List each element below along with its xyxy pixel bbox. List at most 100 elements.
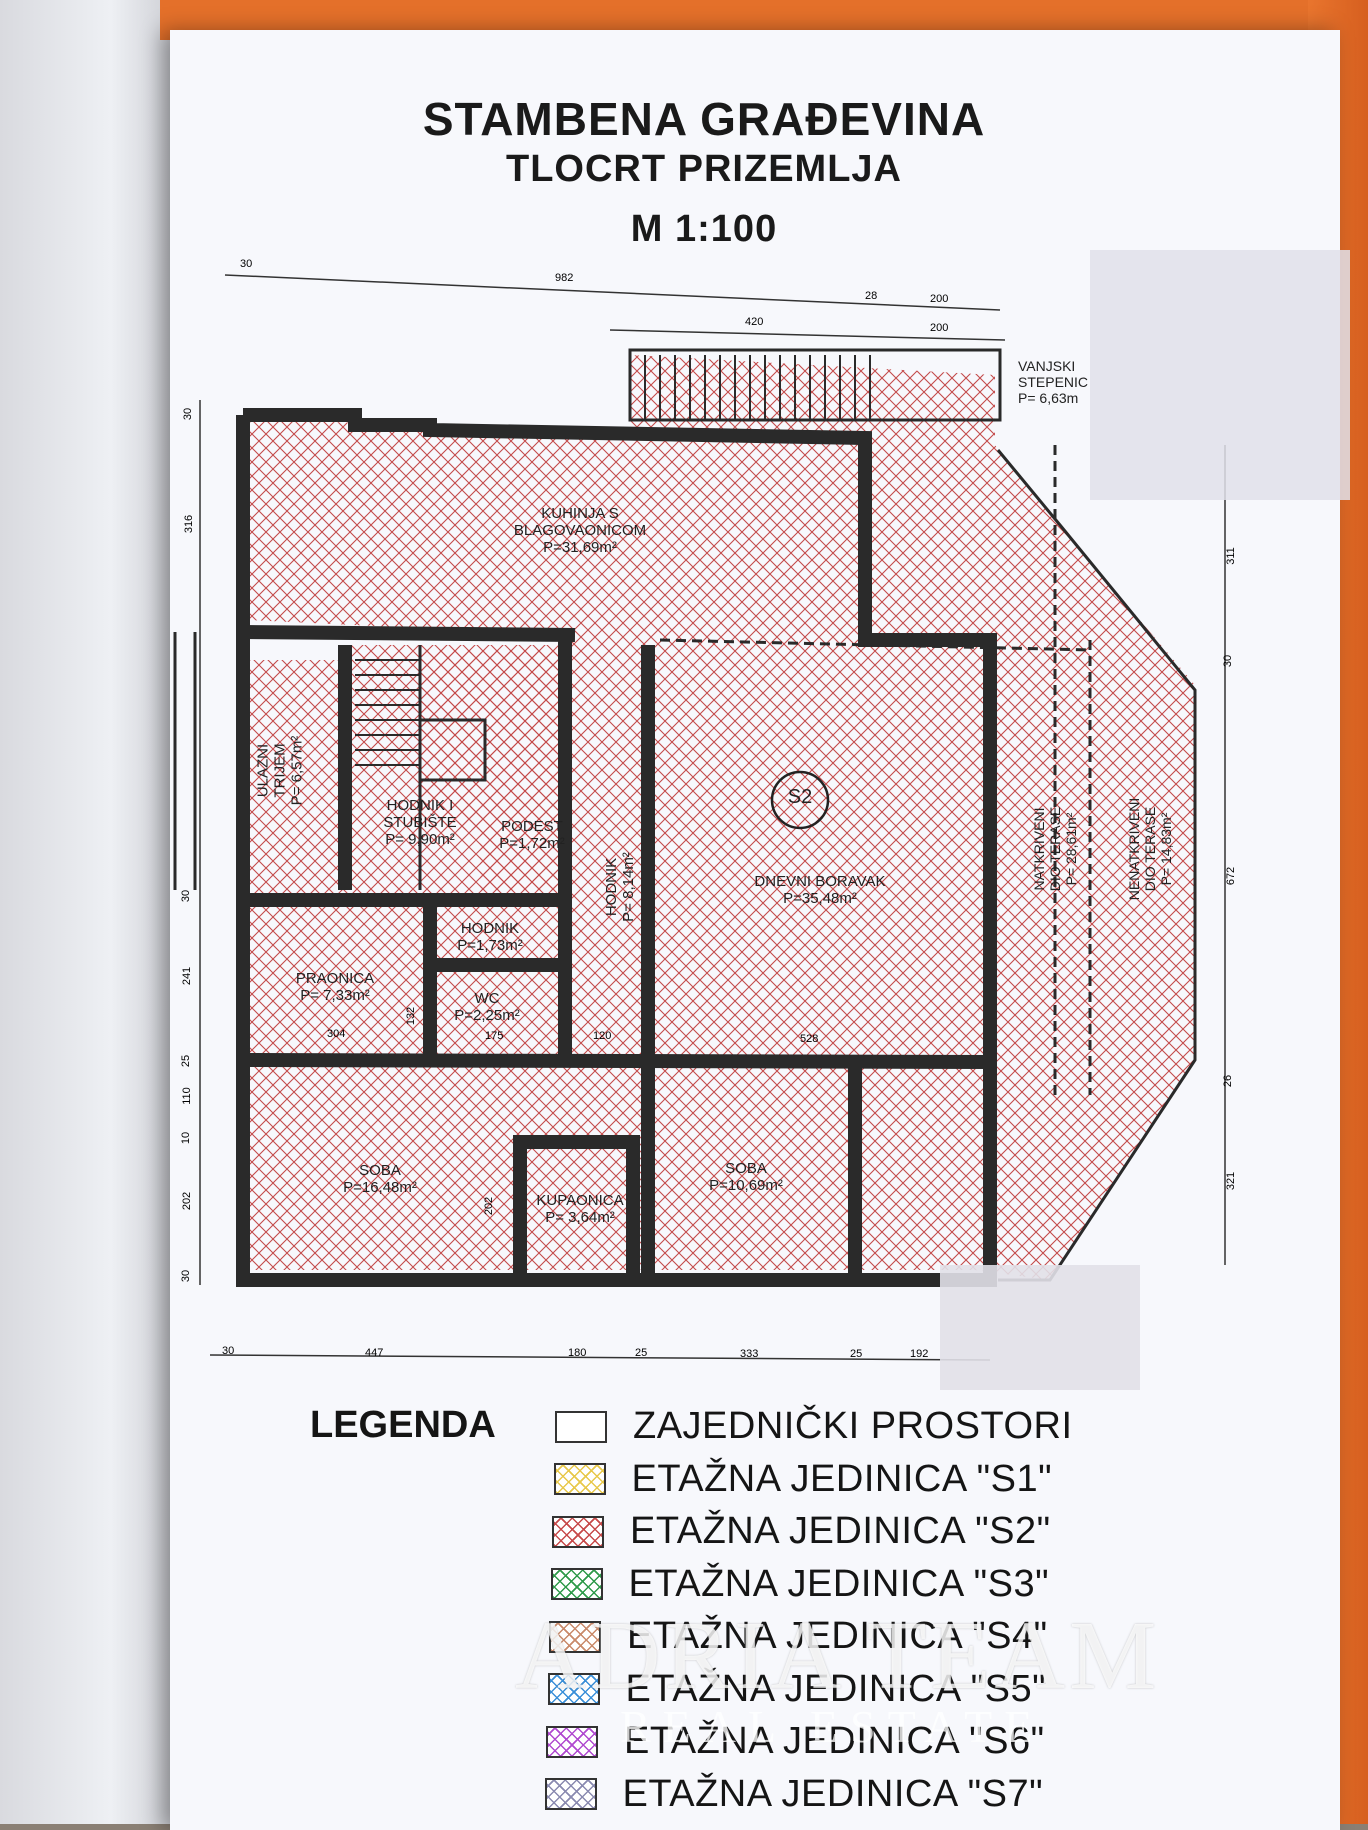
legend-label: ETAŽNA JEDINICA "S4" — [627, 1615, 1048, 1657]
room-natkriveni-terasa: NATKRIVENI DIO TERASE P= 28,61m² — [1031, 769, 1079, 929]
room-ulazni: ULAZNI TRIJEM P= 6,57m² — [255, 701, 306, 841]
watermark-tagline: REAL ESTATE — [620, 1701, 1045, 1752]
walls — [236, 408, 997, 1287]
unit-tag-circle — [770, 770, 830, 830]
dim-right-4: 26 — [1222, 1074, 1235, 1088]
room-vanjski-name2: STEPENIC — [1018, 374, 1089, 390]
dim-right-2: 30 — [1222, 654, 1235, 668]
legend-label: ETAŽNA JEDINICA "S3" — [628, 1562, 1050, 1605]
dim-left-1: 30 — [182, 407, 195, 421]
dim-right-5: 321 — [1225, 1171, 1238, 1191]
dim-left-2: 316 — [183, 514, 196, 534]
room-nenatkriveni-area: P= 14,83m² — [1158, 812, 1174, 886]
room-hodnik-stubiste-area: P= 9,90m² — [385, 831, 455, 848]
room-nenatkriveni-name2: DIO TERASE — [1142, 806, 1158, 892]
room-kuhinja: KUHINJA S BLAGOVAONICOM P=31,69m² — [500, 505, 660, 556]
room-ulazni-name1: ULAZNI — [254, 743, 272, 798]
room-hodnik-vertical-area: P= 8,14m² — [620, 852, 637, 922]
room-dnevni-name: DNEVNI BORAVAK — [754, 873, 886, 890]
room-podest: PODEST P=1,72m² — [487, 818, 577, 852]
room-wc-name: WC — [474, 990, 500, 1007]
dim-left-8: 202 — [181, 1191, 194, 1211]
room-soba-2-area: P=10,69m² — [709, 1177, 783, 1194]
legend-label: ETAŽNA JEDINICA "S7" — [622, 1772, 1044, 1815]
legend-swatch — [552, 1515, 604, 1548]
dim-right-1: 311 — [1224, 547, 1237, 565]
dim-left-9: 30 — [180, 1269, 193, 1283]
dim-right-3: 672 — [1225, 866, 1238, 886]
room-praonica: PRAONICA P= 7,33m² — [275, 970, 395, 1004]
dim-top-1: 30 — [240, 258, 253, 270]
dim-left-5: 25 — [180, 1054, 193, 1068]
room-soba-2: SOBA P=10,69m² — [686, 1160, 806, 1194]
dimension-lines — [199, 274, 1226, 1361]
room-dnevni-boravak: DNEVNI BORAVAK P=35,48m² — [740, 873, 900, 907]
room-natkriveni-area: P= 28,61m² — [1063, 812, 1079, 886]
dim-left-7: 10 — [180, 1131, 193, 1145]
legend-item: ZAJEDNIČKI PROSTORI — [555, 1405, 1073, 1448]
legend-swatch — [549, 1620, 601, 1653]
room-hodnik-stubiste-name1: HODNIK I — [386, 797, 454, 814]
dim-top-4: 200 — [930, 293, 949, 305]
dim-top-3: 28 — [865, 290, 878, 302]
legend-label: ETAŽNA JEDINICA "S6" — [624, 1720, 1045, 1762]
room-kupaonica-area: P= 3,64m² — [545, 1209, 615, 1226]
room-natkriveni-name2: DIO TERASE — [1047, 806, 1063, 892]
dim-inner-3: 120 — [593, 1030, 612, 1042]
dim-bottom-1: 30 — [222, 1345, 235, 1357]
dim-top-2: 982 — [555, 272, 574, 284]
dim-bottom-6: 25 — [850, 1348, 863, 1360]
room-dnevni-area: P=35,48m² — [783, 890, 857, 907]
room-soba-1-area: P=16,48m² — [343, 1179, 417, 1196]
room-wc-area: P=2,25m² — [454, 1007, 520, 1024]
unit-tag-s2: S2 — [787, 786, 813, 808]
room-vanjski-stepenic: VANJSKI STEPENIC P= 6,63m — [1018, 358, 1118, 406]
dim-left-6: 110 — [180, 1087, 193, 1105]
legend-swatch — [555, 1410, 607, 1443]
room-nenatkriveni-name1: NENATKRIVENI — [1126, 797, 1142, 901]
room-soba-1-name: SOBA — [359, 1162, 401, 1179]
room-soba-1: SOBA P=16,48m² — [320, 1162, 440, 1196]
room-kuhinja-name2: BLAGOVAONICOM — [513, 522, 647, 539]
legend-title: LEGENDA — [310, 1404, 496, 1446]
legend-item: ETAŽNA JEDINICA "S7" — [544, 1772, 1044, 1816]
legend-swatch — [547, 1673, 600, 1705]
legend-swatch — [550, 1568, 603, 1600]
room-natkriveni-name1: NATKRIVENI — [1031, 807, 1047, 891]
room-vanjski-name1: VANJSKI — [1018, 358, 1076, 374]
dim-inner-2: 175 — [485, 1030, 504, 1042]
dim-inner-4: 528 — [800, 1033, 819, 1045]
room-soba-2-name: SOBA — [725, 1160, 767, 1177]
dim-bottom-5: 333 — [740, 1348, 759, 1360]
room-nenatkriveni-terasa: NENATKRIVENI DIO TERASE P= 14,83m² — [1126, 764, 1174, 934]
stair-treads — [355, 355, 871, 766]
room-wc: WC P=2,25m² — [447, 990, 527, 1024]
room-podest-name: PODEST — [501, 818, 563, 835]
left-page — [0, 0, 185, 1824]
legend-label: ETAŽNA JEDINICA "S1" — [631, 1457, 1053, 1500]
drawing-title: STAMBENA GRAĐEVINA — [422, 93, 986, 145]
room-hodnik-stubiste-name2: STUBIŠTE — [383, 814, 457, 831]
legend-item: ETAŽNA JEDINICA "S6" — [546, 1720, 1045, 1763]
dim-left-4: 241 — [181, 966, 194, 986]
room-ulazni-name2: TRIJEM — [271, 743, 289, 798]
dim-bottom-7: 192 — [910, 1348, 929, 1360]
room-hodnik-small: HODNIK P=1,73m² — [445, 920, 535, 954]
dim-bottom-3: 180 — [568, 1347, 587, 1359]
room-hodnik-stubiste: HODNIK I STUBIŠTE P= 9,90m² — [360, 797, 480, 848]
dim-bottom-2: 447 — [365, 1347, 384, 1359]
legend-label: ETAŽNA JEDINICA "S2" — [630, 1510, 1051, 1552]
dim-inner-5: 132 — [405, 1006, 418, 1026]
dim-inner-1: 304 — [327, 1028, 346, 1040]
dim-top-6: 200 — [930, 322, 949, 334]
legend-swatch — [546, 1725, 598, 1758]
room-podest-area: P=1,72m² — [499, 835, 565, 852]
blurred-region-top — [1090, 250, 1350, 500]
room-hodnik-small-area: P=1,73m² — [457, 937, 523, 954]
legend-item: ETAŽNA JEDINICA "S3" — [550, 1562, 1050, 1606]
legend-label: ETAŽNA JEDINICA "S5" — [625, 1667, 1047, 1710]
watermark-logo: ADRIA TEAM — [515, 1602, 1161, 1710]
room-kupaonica-name: KUPAONICA — [536, 1192, 624, 1209]
dim-left-3: 30 — [180, 889, 193, 903]
drawing-subtitle: TLOCRT PRIZEMLJA — [506, 148, 902, 190]
